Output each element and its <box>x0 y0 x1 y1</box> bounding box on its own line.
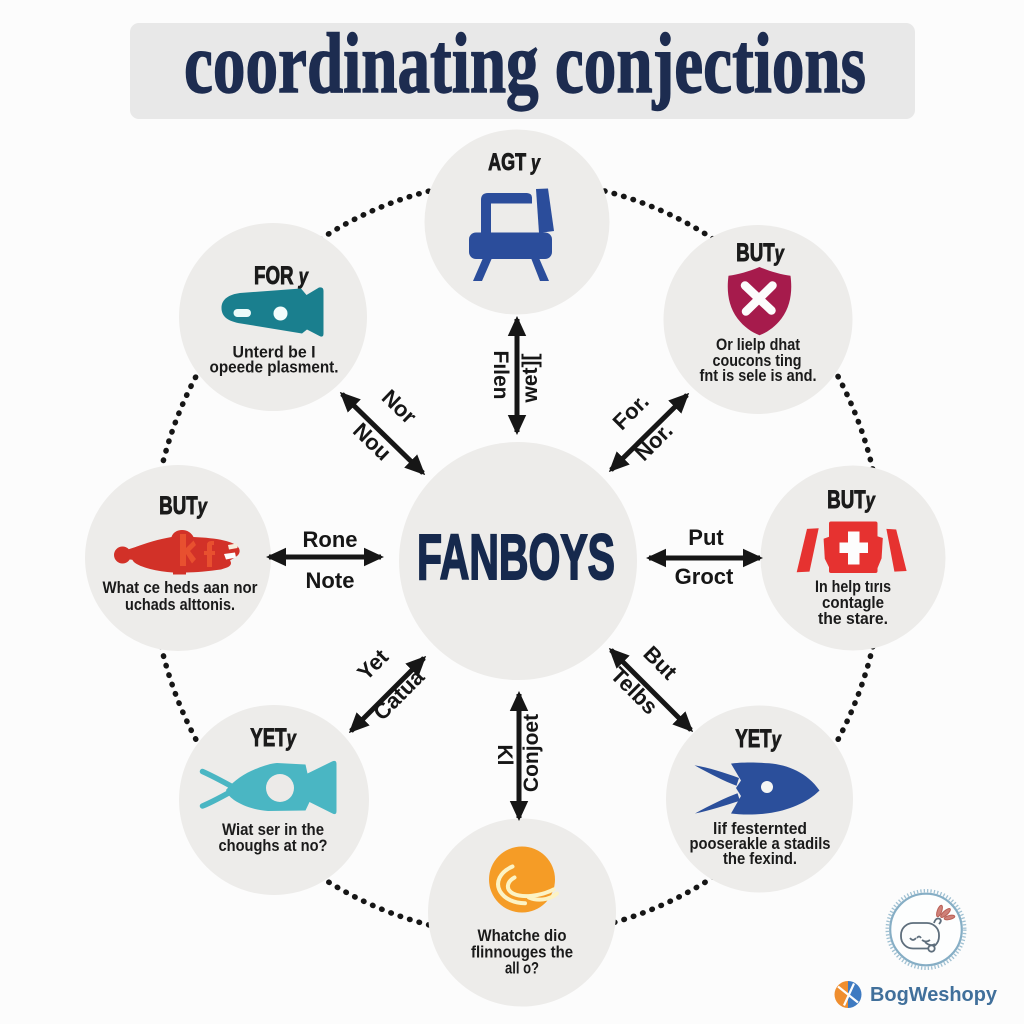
svg-text:In help tırıs: In help tırıs <box>815 578 891 596</box>
svg-text:the fexind.: the fexind. <box>723 850 797 868</box>
svg-text:Note: Note <box>306 568 355 593</box>
svg-text:opeede plasment.: opeede plasment. <box>210 359 339 377</box>
svg-text:Or lielp dhat: Or lielp dhat <box>716 336 800 354</box>
svg-text:AGT y: AGT y <box>488 150 541 176</box>
svg-text:Unterd be I: Unterd be I <box>233 344 316 362</box>
svg-text:BUTy: BUTy <box>827 485 876 513</box>
svg-text:contagle: contagle <box>822 594 884 612</box>
svg-text:the stare.: the stare. <box>818 610 888 628</box>
svg-text:flinnouges the: flinnouges the <box>471 944 573 962</box>
svg-text:Kl: Kl <box>493 745 516 766</box>
svg-text:lif festernted: lif festernted <box>713 820 807 838</box>
svg-text:YETy: YETy <box>735 724 782 752</box>
svg-text:choughs at no?: choughs at no? <box>219 837 328 855</box>
svg-text:BUTy: BUTy <box>736 238 785 266</box>
svg-text:FOR y: FOR y <box>254 261 309 289</box>
svg-text:Groct: Groct <box>675 564 734 589</box>
svg-text:Wiat ser in the: Wiat ser in the <box>222 821 324 839</box>
svg-text:FANBOYS: FANBOYS <box>417 522 615 593</box>
svg-text:pooserakle a stadils: pooserakle a stadils <box>690 835 831 853</box>
svg-text:coordinating conjections: coordinating conjections <box>184 15 866 111</box>
svg-text:Whatche dio: Whatche dio <box>478 927 567 945</box>
svg-text:BUTy: BUTy <box>159 491 208 519</box>
svg-text:wet][: wet][ <box>519 354 542 404</box>
svg-text:fnt is sele is and.: fnt is sele is and. <box>700 367 817 385</box>
svg-text:BogWeshopy: BogWeshopy <box>870 984 998 1006</box>
svg-text:all o?: all o? <box>505 960 539 978</box>
svg-text:Fılen: Fılen <box>489 350 512 399</box>
svg-text:Rone: Rone <box>303 527 358 552</box>
svg-text:YETy: YETy <box>250 723 297 751</box>
svg-text:uchads alttonis.: uchads alttonis. <box>125 596 235 614</box>
svg-text:Conjoet: Conjoet <box>520 714 543 792</box>
svg-text:What ce heds aan nor: What ce heds aan nor <box>103 579 259 597</box>
svg-text:coucons ting: coucons ting <box>713 352 802 370</box>
svg-text:Put: Put <box>688 525 724 550</box>
